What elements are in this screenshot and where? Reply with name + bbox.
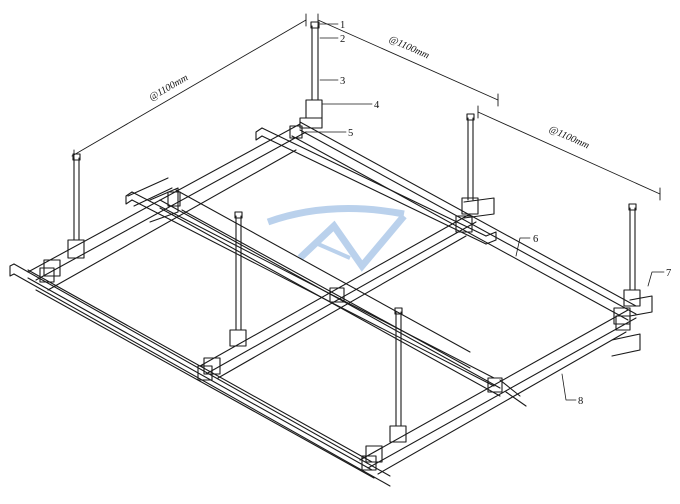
suspension-rod-e <box>365 307 407 463</box>
main-channel-back <box>255 127 497 245</box>
suspension-rod-b <box>43 153 85 277</box>
watermark-logo-arrow <box>297 213 407 272</box>
carrying-channel-right <box>463 197 653 407</box>
suspension-rod-a <box>299 21 323 129</box>
dimension-label-left: @1100mm <box>147 72 190 103</box>
callout-8: 8 <box>578 396 583 407</box>
callout-6: 6 <box>533 234 538 245</box>
callout-1: 1 <box>340 20 345 31</box>
suspension-rod-d <box>455 113 479 233</box>
watermark-logo <box>266 205 407 272</box>
main-channel-front <box>9 263 391 487</box>
t-bar-runners-long <box>27 121 637 479</box>
callout-2: 2 <box>340 34 345 45</box>
leader-8 <box>561 373 577 401</box>
t-bar-runners-cross <box>27 123 637 475</box>
dimension-label-top: @1100mm <box>387 34 431 62</box>
callout-4: 4 <box>374 100 380 111</box>
watermark-logo-tail <box>317 242 351 260</box>
callout-leaders <box>305 23 665 401</box>
dimension-lines <box>71 13 661 201</box>
main-channel-cross-left <box>127 177 179 223</box>
suspension-rods <box>43 21 641 463</box>
leader-7 <box>647 271 665 287</box>
dimension-label-right: @1100mm <box>547 124 591 152</box>
callout-7: 7 <box>666 268 671 279</box>
callout-5: 5 <box>348 128 353 139</box>
grid-clips <box>39 125 631 471</box>
leader-6 <box>515 237 531 257</box>
watermark-logo-swoosh <box>266 205 405 226</box>
callout-3: 3 <box>340 76 345 87</box>
suspension-rod-c <box>203 211 247 375</box>
suspension-rod-f <box>613 203 641 325</box>
